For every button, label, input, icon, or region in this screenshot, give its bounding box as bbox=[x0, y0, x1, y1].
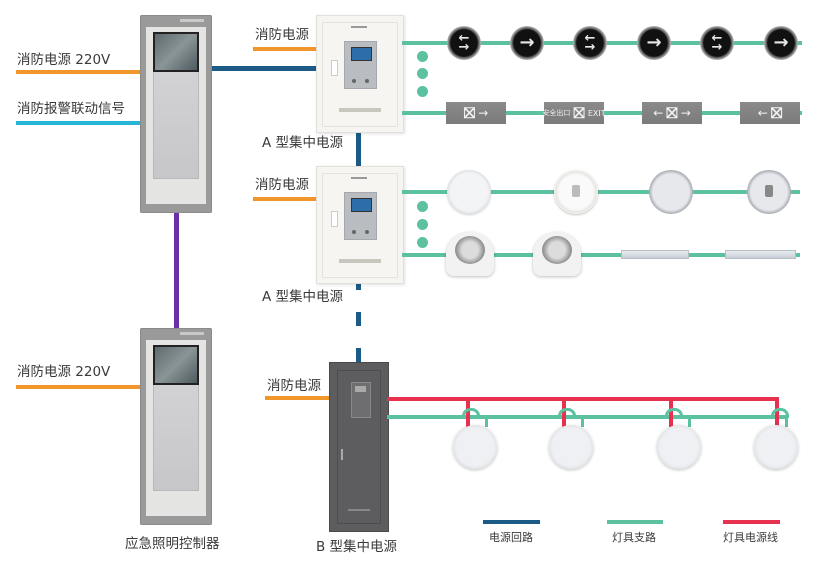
a-type-central-power-1 bbox=[316, 15, 404, 133]
running-man-icon: ⛝ bbox=[666, 104, 678, 122]
b-type-central-power bbox=[329, 362, 389, 532]
wire-crossover bbox=[558, 408, 576, 418]
round-exit-sign-double-arrow-icon: ←→ bbox=[447, 26, 481, 60]
running-man-icon: ⛝ bbox=[770, 104, 783, 122]
wire-crossover bbox=[665, 408, 683, 418]
b-fire-power-label: 消防电源 bbox=[267, 378, 321, 394]
a-type-central-power-2 bbox=[316, 166, 404, 284]
round-exit-sign-arrow-right-icon: → bbox=[764, 26, 798, 60]
power-loop-line-a1-a2 bbox=[356, 130, 361, 168]
legend-swatch-power-loop bbox=[483, 520, 540, 524]
fire-power-220v-label-bottom: 消防电源 220V bbox=[17, 364, 111, 380]
exit-sign-running-man-left: ← ⛝ bbox=[740, 102, 800, 124]
legend-label-power-loop: 电源回路 bbox=[489, 531, 533, 544]
round-exit-sign-double-arrow-icon: ←→ bbox=[573, 26, 607, 60]
a1-fire-power-line bbox=[253, 47, 316, 51]
ellipsis-dot bbox=[417, 51, 428, 62]
running-man-icon: ⛝ bbox=[573, 104, 585, 122]
fire-alarm-signal-label: 消防报警联动信号 bbox=[17, 101, 125, 117]
wire-crossover bbox=[462, 408, 480, 418]
a2-branch-line-1 bbox=[402, 190, 800, 194]
round-exit-sign-double-arrow-icon: ←→ bbox=[700, 26, 734, 60]
lamp-branch-drop bbox=[688, 415, 691, 427]
arrow-right-icon: → bbox=[680, 106, 691, 120]
fire-alarm-signal-line bbox=[16, 121, 140, 125]
arrow-left-icon: ← bbox=[757, 106, 768, 120]
b-type-ceiling-lamp bbox=[657, 425, 701, 469]
dome-spotlight bbox=[533, 232, 581, 276]
b-caption: B 型集中电源 bbox=[316, 539, 398, 555]
b-fire-power-line bbox=[265, 396, 330, 400]
legend-label-fixture-power: 灯具电源线 bbox=[723, 531, 778, 544]
legend-swatch-fixture-power bbox=[723, 520, 780, 524]
power-loop-dash bbox=[356, 348, 361, 362]
tube-light bbox=[621, 250, 689, 259]
downlight-flat-panel bbox=[447, 170, 491, 214]
round-exit-sign-arrow-right-icon: → bbox=[637, 26, 671, 60]
lamp-branch-drop bbox=[581, 415, 584, 427]
emergency-lighting-controller-top bbox=[140, 15, 212, 213]
dome-spotlight bbox=[446, 232, 494, 276]
exit-sign-bidirectional: ← ⛝ → bbox=[642, 102, 702, 124]
round-exit-sign-arrow-right-icon: → bbox=[510, 26, 544, 60]
fire-power-220v-label-top: 消防电源 220V bbox=[17, 52, 111, 68]
a2-fire-power-line bbox=[253, 197, 316, 201]
emergency-lighting-controller-bottom bbox=[140, 328, 212, 525]
tube-light bbox=[725, 250, 796, 259]
downlight-grey-trim bbox=[649, 170, 693, 214]
b-type-ceiling-lamp bbox=[754, 425, 798, 469]
a2-branch-line-2 bbox=[402, 253, 800, 257]
power-loop-line-controller bbox=[212, 66, 316, 71]
wire-crossover bbox=[771, 408, 789, 418]
lamp-branch-drop bbox=[485, 415, 488, 427]
lamp-branch-drop bbox=[785, 415, 788, 427]
power-loop-dash bbox=[356, 282, 361, 290]
ellipsis-dot bbox=[417, 201, 428, 212]
arrow-right-icon: → bbox=[478, 106, 489, 120]
ellipsis-dot bbox=[417, 237, 428, 248]
running-man-icon: ⛝ bbox=[463, 104, 476, 122]
b-type-ceiling-lamp bbox=[453, 425, 497, 469]
fixture-branch-bus bbox=[387, 415, 787, 419]
a1-fire-power-label: 消防电源 bbox=[255, 27, 309, 43]
controller-caption: 应急照明控制器 bbox=[125, 536, 220, 552]
arrow-left-icon: ← bbox=[653, 106, 664, 120]
legend-swatch-fixture-branch bbox=[607, 520, 663, 524]
ellipsis-dot bbox=[417, 86, 428, 97]
a2-caption: A 型集中电源 bbox=[262, 289, 344, 305]
ellipsis-dot bbox=[417, 68, 428, 79]
ellipsis-dot bbox=[417, 219, 428, 230]
fixture-power-bus bbox=[387, 397, 778, 401]
legend-label-fixture-branch: 灯具支路 bbox=[612, 531, 656, 544]
downlight-grey-indicator bbox=[747, 170, 791, 214]
power-loop-dash bbox=[356, 312, 361, 326]
a2-fire-power-label: 消防电源 bbox=[255, 177, 309, 193]
fire-power-line-bottom bbox=[16, 385, 140, 389]
fire-power-line-top bbox=[16, 70, 140, 74]
b-type-ceiling-lamp bbox=[549, 425, 593, 469]
downlight-ring-indicator bbox=[554, 170, 598, 214]
exit-sign-running-man-right: ⛝ → bbox=[446, 102, 506, 124]
exit-sign-safety-exit: 安全出口 ⛝ EXIT bbox=[542, 102, 606, 124]
controller-link-line bbox=[174, 213, 179, 330]
a1-caption: A 型集中电源 bbox=[262, 135, 344, 151]
